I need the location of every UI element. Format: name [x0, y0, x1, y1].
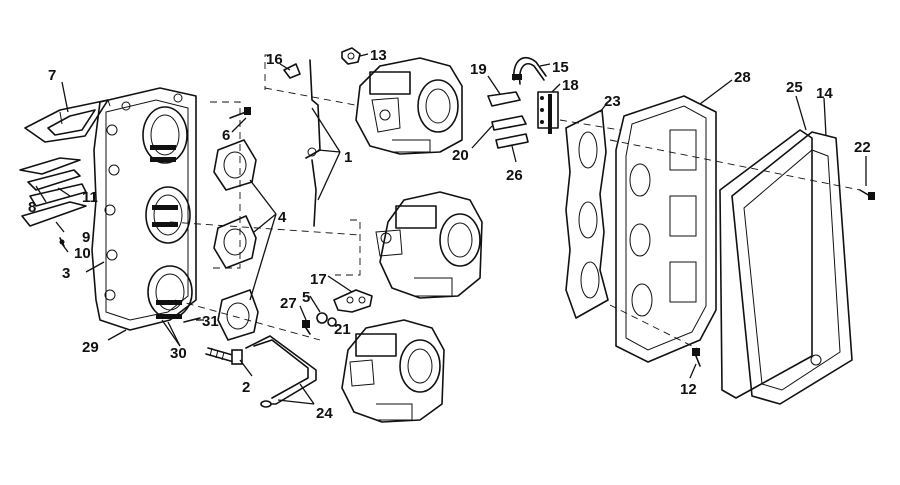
- callout-5: 5: [302, 289, 310, 306]
- callout-labels: 7 8 11 9 10 3 29 30 31 6 4 16 1 13 17 5 …: [28, 47, 871, 422]
- part-27-screw: [302, 320, 311, 335]
- part-22-screw: [859, 189, 875, 200]
- callout-21: 21: [334, 321, 351, 338]
- callout-11: 11: [82, 189, 98, 206]
- part-24-hose: [245, 335, 317, 408]
- part-1-linkage-rod: [305, 59, 321, 227]
- callout-12: 12: [680, 381, 697, 398]
- part-7-cover-plate: [24, 99, 111, 143]
- part-28-silencer-base: [615, 95, 717, 363]
- part-16-clip: [283, 63, 301, 79]
- part-23-gasket: [565, 109, 609, 319]
- part-9-reed-stop: [21, 201, 87, 227]
- part-18-fitting: [537, 91, 559, 134]
- part-25-gasket: [719, 129, 813, 399]
- carburetor-upper: [355, 57, 463, 155]
- part-19-hose: [487, 91, 521, 107]
- callout-31: 31: [202, 313, 219, 330]
- part-26-hose: [495, 133, 529, 149]
- part-2-bolt: [205, 347, 243, 365]
- callout-14: 14: [816, 85, 833, 102]
- part-4-gasket: [213, 139, 259, 341]
- part-17-bracket: [333, 289, 373, 313]
- callout-13: 13: [370, 47, 387, 64]
- part-6-screw: [229, 107, 251, 119]
- callout-26: 26: [506, 167, 523, 184]
- callout-19: 19: [470, 61, 487, 78]
- carburetor-lower: [341, 319, 445, 423]
- callout-2: 2: [242, 379, 250, 396]
- callout-4: 4: [278, 209, 287, 226]
- assembly-dashed-lines: [169, 54, 861, 351]
- callout-23: 23: [604, 93, 621, 110]
- carburetor-middle: [375, 191, 483, 299]
- part-10-screw: [59, 237, 65, 247]
- part-12-screw: [692, 348, 701, 367]
- callout-10: 10: [74, 245, 91, 262]
- callout-9: 9: [82, 229, 90, 246]
- part-20-hose: [491, 115, 527, 131]
- part-31-pin: [183, 317, 201, 323]
- callout-29: 29: [82, 339, 99, 356]
- callout-15: 15: [552, 59, 569, 76]
- callout-20: 20: [452, 147, 469, 164]
- callout-7: 7: [48, 67, 56, 84]
- callout-25: 25: [786, 79, 803, 96]
- callout-18: 18: [562, 77, 579, 94]
- part-8-reed: [19, 157, 87, 207]
- part-13-nut: [341, 47, 361, 65]
- callout-30: 30: [170, 345, 187, 362]
- part-3-intake-manifold: [91, 87, 197, 331]
- part-21-nut: [327, 317, 337, 327]
- callout-3: 3: [62, 265, 70, 282]
- callout-27: 27: [280, 295, 297, 312]
- callout-17: 17: [310, 271, 327, 288]
- callout-28: 28: [734, 69, 751, 86]
- callout-6: 6: [222, 127, 230, 144]
- part-15-fuel-hose: [512, 56, 547, 85]
- callout-16: 16: [266, 51, 283, 68]
- callout-22: 22: [854, 139, 871, 156]
- callout-8: 8: [28, 199, 36, 216]
- part-14-silencer-cover: [731, 131, 853, 405]
- leader-lines: [35, 53, 867, 405]
- part-5-washer: [316, 312, 328, 324]
- callout-24: 24: [316, 405, 333, 422]
- callout-1: 1: [344, 149, 352, 166]
